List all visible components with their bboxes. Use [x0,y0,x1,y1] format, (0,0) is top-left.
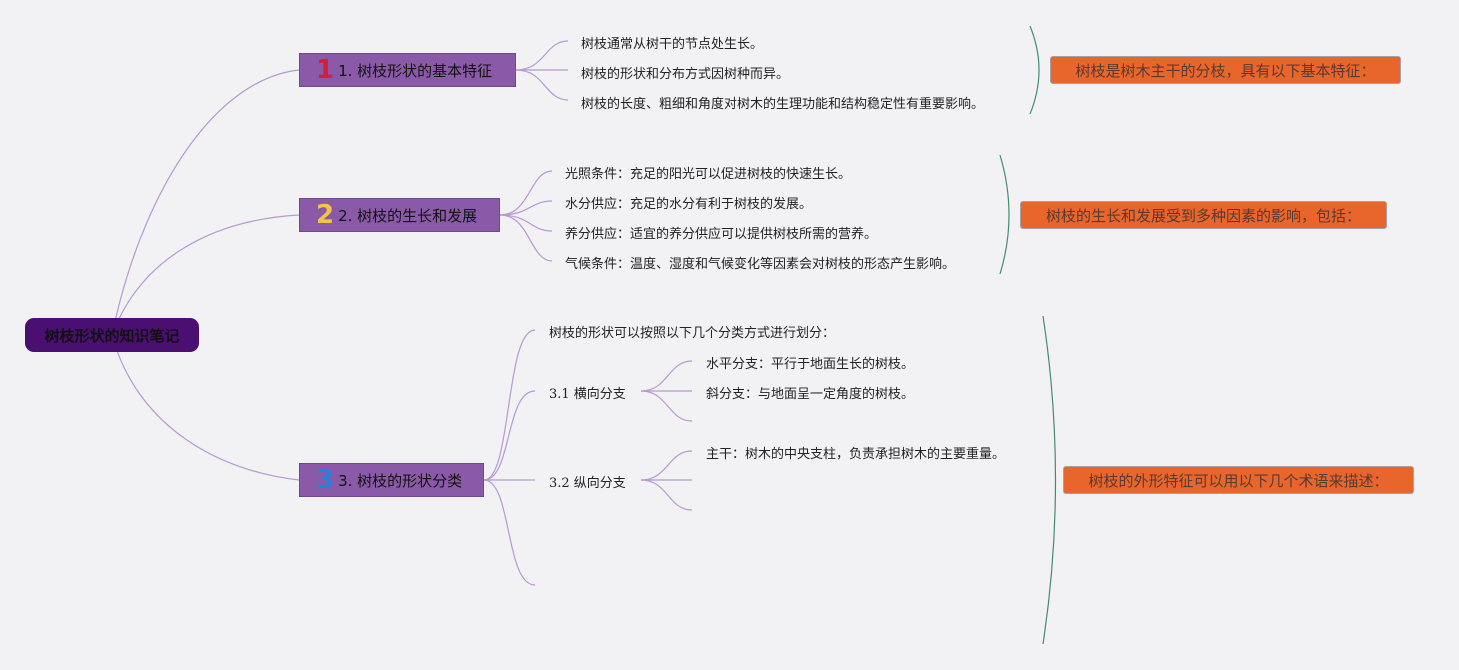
branch-2-leaf-line [499,214,553,262]
branch-2-leaf[interactable]: 养分供应：适宜的养分供应可以提供树枝所需的营养。 [565,227,878,242]
sub-1-leaf[interactable]: 水平分支：平行于地面生长的树枝。 [706,357,915,372]
branch-1-leaf[interactable]: 树枝的长度、粗细和角度对树木的生理功能和结构稳定性有重要影响。 [581,97,985,112]
sub-topic-3-1[interactable]: 3.1 横向分支 [549,387,626,402]
root-topic-label: 树枝形状的知识笔记 [44,326,180,345]
sub-2-leaf-line [640,479,693,511]
root-topic[interactable]: 树枝形状的知识笔记 [25,318,199,352]
branch-3-child-line [483,329,536,481]
branch-3-child-line [483,390,536,481]
root-to-branch-1-line [111,69,300,336]
branch-2-leaf-line [499,170,553,216]
sub-2-leaf[interactable]: 主干：树木的中央支柱，负责承担树木的主要重量。 [706,447,1006,462]
summary-2[interactable]: 树枝的生长和发展受到多种因素的影响，包括： [1020,201,1387,229]
summary-bracket-2 [999,154,1010,275]
summary-1[interactable]: 树枝是树木主干的分枝，具有以下基本特征： [1050,56,1401,84]
branch-2-leaf[interactable]: 气候条件：温度、湿度和气候变化等因素会对树枝的形态产生影响。 [565,257,956,272]
branch-1-leaf[interactable]: 树枝的形状和分布方式因树种而异。 [581,67,790,82]
sub-1-leaf[interactable]: 斜分支：与地面呈一定角度的树枝。 [706,387,915,402]
branch-2-leaf-line [499,200,553,216]
sub-2-leaf-line [640,450,693,481]
branch-2-leaf-line [499,214,553,232]
number-3-icon: 3 [316,465,335,495]
branch-2-leaf[interactable]: 光照条件：充足的阳光可以促进树枝的快速生长。 [565,167,852,182]
number-2-icon: 2 [316,200,335,230]
summary-bracket-1 [1029,25,1040,115]
branch-1-leaf-line [515,40,569,71]
root-to-branch-2-line [111,214,300,336]
branch-1-topic[interactable]: 1 1. 树枝形状的基本特征 [299,53,516,87]
branch-3-child-line [483,479,536,586]
sub-topic-3-2[interactable]: 3.2 纵向分支 [549,476,626,491]
sub-1-leaf-line [640,360,693,392]
summary-3[interactable]: 树枝的外形特征可以用以下几个术语来描述： [1063,466,1414,494]
branch-3-topic[interactable]: 3 3. 树枝的形状分类 [299,463,484,497]
branch-1-leaf-line [515,69,569,101]
sub-1-leaf-line [640,390,693,422]
number-1-icon: 1 [316,55,335,85]
branch-1-label: 1. 树枝形状的基本特征 [338,61,493,80]
branch-2-label: 2. 树枝的生长和发展 [338,206,478,225]
root-to-branch-3-line [111,334,300,481]
branch-3-label: 3. 树枝的形状分类 [338,471,463,490]
branch-2-topic[interactable]: 2 2. 树枝的生长和发展 [299,198,500,232]
summary-3-label: 树枝的外形特征可以用以下几个术语来描述： [1088,471,1389,490]
summary-bracket-3 [1042,315,1057,645]
branch-1-leaf[interactable]: 树枝通常从树干的节点处生长。 [581,37,764,52]
branch-2-leaf[interactable]: 水分供应：充足的水分有利于树枝的发展。 [565,197,813,212]
branch-3-intro[interactable]: 树枝的形状可以按照以下几个分类方式进行划分： [549,326,836,341]
summary-1-label: 树枝是树木主干的分枝，具有以下基本特征： [1075,61,1376,80]
summary-2-label: 树枝的生长和发展受到多种因素的影响，包括： [1045,206,1361,225]
